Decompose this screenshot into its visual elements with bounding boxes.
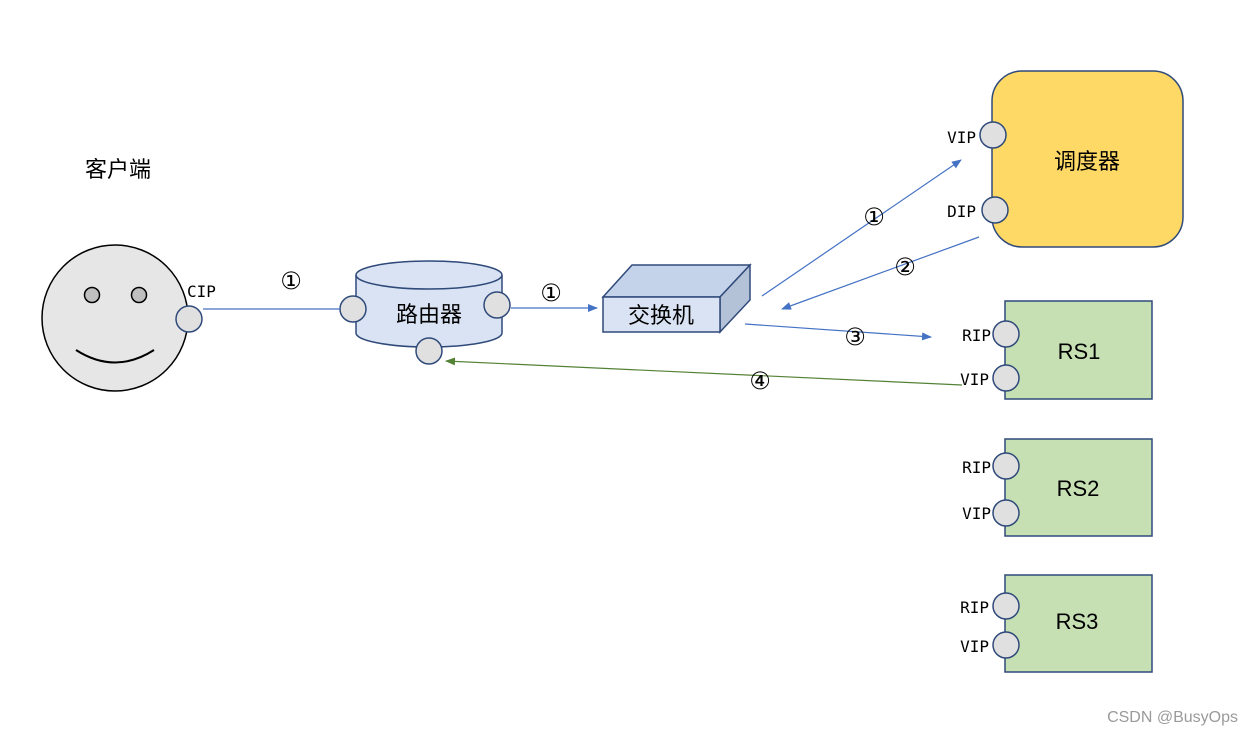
- rs1-label: RS1: [1058, 339, 1101, 364]
- scheduler-to-switch-arrow: [781, 236, 980, 310]
- rs2-vip-port: [992, 499, 1020, 527]
- scheduler-label: 调度器: [1054, 150, 1120, 175]
- rs1-rip-label: RIP: [962, 326, 991, 345]
- scheduler-vip-label: VIP: [947, 128, 976, 147]
- rs2-vip-label: VIP: [962, 504, 991, 523]
- rs2-rip-port: [992, 452, 1020, 480]
- scheduler-vip-port: [979, 121, 1007, 149]
- router-top: [355, 260, 503, 290]
- client-face: [41, 244, 189, 392]
- rs3-label: RS3: [1056, 609, 1099, 634]
- client-cip-port: [175, 305, 203, 333]
- client-port-label: CIP: [187, 282, 216, 301]
- router-bottom-port: [415, 337, 443, 365]
- step-label-switch-scheduler: ①: [863, 203, 885, 231]
- client-right-eye: [130, 286, 148, 304]
- router-left-port: [339, 295, 367, 323]
- switch-to-rs1-arrow: [744, 323, 932, 341]
- switch-front-face: [602, 296, 721, 333]
- client-left-eye: [83, 286, 101, 304]
- router-node: [355, 260, 503, 348]
- rs3-vip-port: [992, 631, 1020, 659]
- rs2-box: [1004, 438, 1153, 537]
- client-smile: [75, 349, 155, 364]
- switch-to-scheduler-arrow: [761, 159, 962, 297]
- step-label-scheduler-switch: ②: [894, 253, 916, 281]
- client-node: [41, 244, 189, 392]
- rs1-vip-label: VIP: [960, 370, 989, 389]
- rs2-rip-label: RIP: [962, 458, 991, 477]
- rs1-rip-port: [992, 320, 1020, 348]
- router-right-port: [483, 291, 511, 319]
- switch-node: [601, 263, 752, 334]
- scheduler-dip-port: [981, 196, 1009, 224]
- rs2-label: RS2: [1057, 476, 1100, 501]
- rs3-rip-port: [992, 592, 1020, 620]
- rs3-rip-label: RIP: [960, 598, 989, 617]
- step-label-client-router: ①: [280, 267, 302, 295]
- watermark: CSDN @BusyOps: [1107, 709, 1238, 726]
- rs1-to-router-arrow: [445, 357, 963, 386]
- rs3-vip-label: VIP: [960, 637, 989, 656]
- router-label: 路由器: [396, 303, 462, 328]
- rs1-box: [1004, 300, 1153, 400]
- client-label: 客户端: [85, 158, 151, 183]
- switch-label: 交换机: [628, 304, 694, 329]
- scheduler-dip-label: DIP: [947, 202, 976, 221]
- step-label-switch-rs1: ③: [844, 323, 866, 351]
- step-label-rs1-router: ④: [749, 367, 771, 395]
- rs3-box: [1004, 574, 1153, 673]
- step-label-router-switch: ①: [540, 279, 562, 307]
- rs1-vip-port: [992, 364, 1020, 392]
- scheduler-box: [991, 70, 1184, 248]
